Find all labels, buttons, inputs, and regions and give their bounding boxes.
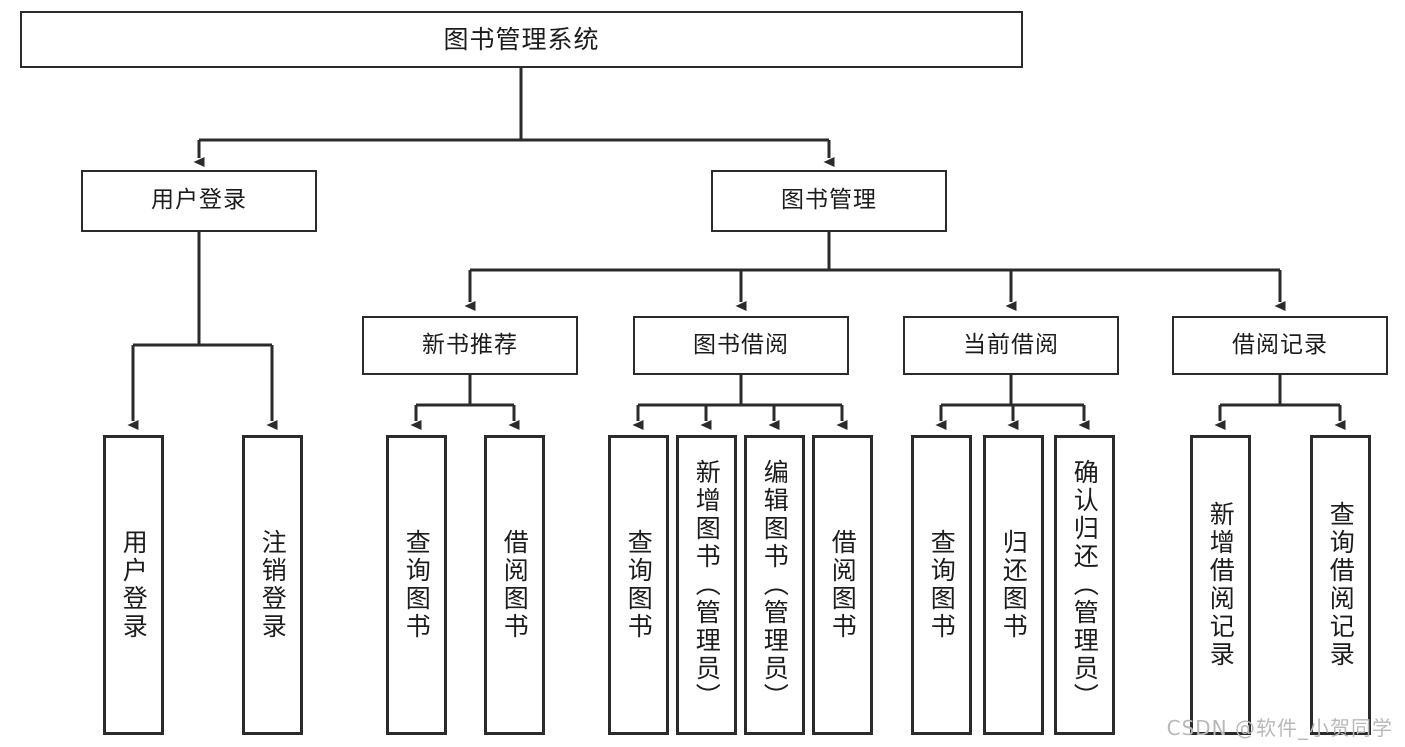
node-leaf-query-book-rec-label: 查询图书 — [402, 529, 432, 641]
node-leaf-confirm-return-label: 确认归还（管理员） — [1070, 459, 1100, 711]
node-leaf-add-record[interactable]: 新增借阅记录 — [1190, 435, 1251, 735]
node-leaf-query-book-rec[interactable]: 查询图书 — [386, 435, 447, 735]
node-leaf-query-book-borrow-label: 查询图书 — [624, 529, 654, 641]
node-user-login-label: 用户登录 — [151, 187, 247, 214]
node-new-book-rec-label: 新书推荐 — [422, 331, 518, 358]
node-leaf-return-book-label: 归还图书 — [999, 529, 1029, 641]
node-root[interactable]: 图书管理系统 — [20, 11, 1023, 68]
node-leaf-query-record-label: 查询借阅记录 — [1326, 501, 1356, 669]
node-root-label: 图书管理系统 — [443, 24, 600, 54]
node-leaf-borrow-book-rec-label: 借阅图书 — [500, 529, 530, 641]
node-leaf-add-book-label: 新增图书（管理员） — [692, 459, 722, 711]
node-leaf-query-book-cur[interactable]: 查询图书 — [911, 435, 972, 735]
node-leaf-user-logout-label: 注销登录 — [258, 529, 288, 641]
node-leaf-user-login-label: 用户登录 — [119, 529, 149, 641]
node-leaf-borrow-book[interactable]: 借阅图书 — [812, 435, 873, 735]
node-leaf-user-logout[interactable]: 注销登录 — [242, 435, 303, 735]
node-leaf-edit-book-label: 编辑图书（管理员） — [760, 459, 790, 711]
node-leaf-borrow-book-label: 借阅图书 — [828, 529, 858, 641]
node-leaf-user-login[interactable]: 用户登录 — [103, 435, 164, 735]
node-borrow-record[interactable]: 借阅记录 — [1172, 316, 1388, 375]
node-current-borrow[interactable]: 当前借阅 — [903, 316, 1119, 375]
node-leaf-borrow-book-rec[interactable]: 借阅图书 — [484, 435, 545, 735]
node-book-borrow-label: 图书借阅 — [693, 331, 789, 358]
node-current-borrow-label: 当前借阅 — [963, 331, 1059, 358]
node-user-login[interactable]: 用户登录 — [81, 170, 317, 232]
node-book-borrow[interactable]: 图书借阅 — [633, 316, 849, 375]
node-leaf-query-record[interactable]: 查询借阅记录 — [1310, 435, 1371, 735]
node-leaf-query-book-borrow[interactable]: 查询图书 — [608, 435, 669, 735]
watermark: CSDN @软件_小贺同学 — [1166, 716, 1393, 740]
node-leaf-query-book-cur-label: 查询图书 — [927, 529, 957, 641]
node-leaf-edit-book[interactable]: 编辑图书（管理员） — [744, 435, 805, 735]
node-book-manage-label: 图书管理 — [781, 187, 877, 214]
node-borrow-record-label: 借阅记录 — [1232, 331, 1328, 358]
node-leaf-add-book[interactable]: 新增图书（管理员） — [676, 435, 737, 735]
node-leaf-confirm-return[interactable]: 确认归还（管理员） — [1054, 435, 1115, 735]
node-new-book-rec[interactable]: 新书推荐 — [362, 316, 578, 375]
node-book-manage[interactable]: 图书管理 — [711, 170, 947, 232]
node-leaf-add-record-label: 新增借阅记录 — [1206, 501, 1236, 669]
node-leaf-return-book[interactable]: 归还图书 — [983, 435, 1044, 735]
